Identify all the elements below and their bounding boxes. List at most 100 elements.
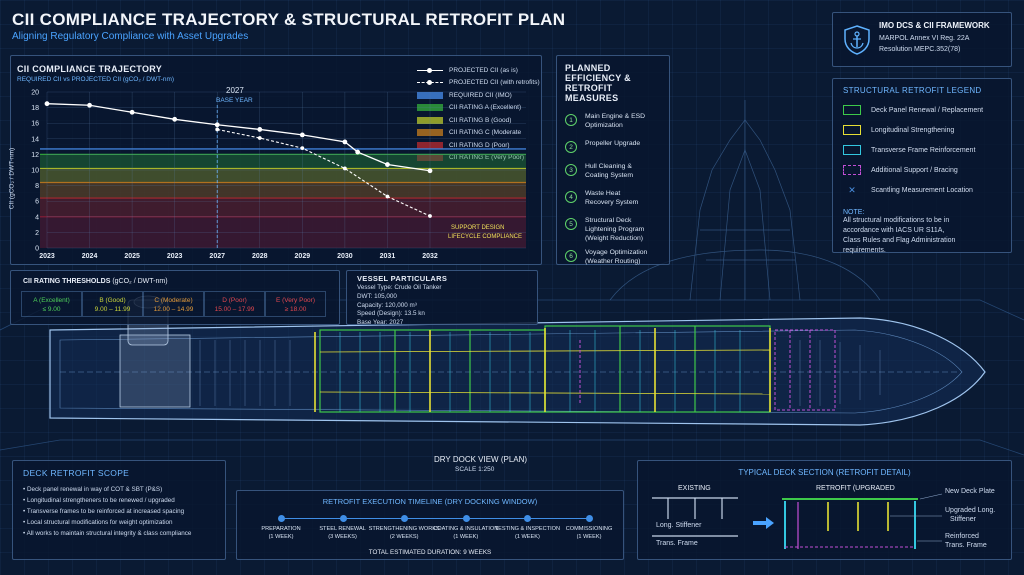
timeline-step-dot	[401, 515, 409, 522]
page-subtitle: Aligning Regulatory Compliance with Asse…	[12, 31, 249, 42]
chart-title: CII COMPLIANCE TRAJECTORY	[17, 64, 163, 74]
legend-label: CII RATING C (Moderate	[449, 129, 522, 137]
timeline-step-label: STRENGTHENING WORKS	[368, 526, 440, 532]
measure-text-line: Optimization	[585, 122, 623, 129]
legend-color-swatch	[417, 129, 443, 137]
structural-legend-panel: STRUCTURAL RETROFIT LEGEND Deck Panel Re…	[832, 78, 1012, 254]
new-deck-plate-label: New Deck Plate	[945, 488, 995, 495]
drydock-scale: SCALE 1:250	[455, 466, 495, 473]
vessel-particulars-panel: VESSEL PARTICULARS Vessel Type: Crude Oi…	[346, 270, 538, 327]
legend-label: REQUIRED CII (IMO)	[449, 91, 512, 99]
legend-color-swatch	[417, 154, 443, 162]
measure-item: 1 Main Engine & ESD Optimization	[565, 112, 661, 130]
note-line-4: requirements.	[843, 247, 886, 254]
structural-legend-item: Additional Support / Bracing	[843, 160, 1001, 180]
shield-anchor-icon	[843, 25, 871, 55]
deck-existing-label: EXISTING	[678, 485, 711, 492]
structural-legend-item: Longitudinal Strengthening	[843, 120, 1001, 140]
measure-text-line: Hull Cleaning &	[585, 163, 632, 170]
legend-symbol	[843, 125, 861, 135]
vessel-particular-line: Vessel Type: Crude Oil Tanker	[357, 284, 442, 291]
chart-legend-item: CII RATING C (Moderate	[417, 127, 541, 140]
measure-text-line: Waste Heat	[585, 190, 621, 197]
chart-annotation-line-1: SUPPORT DESIGN	[451, 225, 505, 231]
vessel-particular-line: DWT: 105,000	[357, 292, 397, 300]
measure-text: Voyage Optimization(Weather Routing)	[585, 248, 647, 266]
legend-symbol	[843, 105, 861, 115]
cii-thresholds-panel: CII RATING THRESHOLDS (gCO₂ / DWT-nm) A …	[10, 270, 340, 325]
threshold-cell: D (Poor)15.00 – 17.99	[204, 291, 265, 317]
legend-symbol	[843, 165, 861, 175]
measures-title-line-1: PLANNED EFFICIENCY &	[565, 63, 631, 83]
legend-label: CII RATING B (Good)	[449, 116, 512, 124]
chart-legend-item: PROJECTED CII (with retrofits)	[417, 77, 541, 90]
threshold-range: 9.00 – 11.99	[94, 306, 131, 313]
reinforced-label-2: Trans. Frame	[945, 542, 987, 549]
measure-number-badge: 5	[565, 218, 577, 230]
timeline-step-label: PREPARATION	[261, 526, 301, 532]
timeline-step-label: COMMISSIONING	[565, 526, 613, 532]
legend-color-swatch	[417, 104, 443, 112]
chart-legend-item: CII RATING A (Excellent)	[417, 102, 541, 115]
threshold-name: C (Moderate)	[154, 297, 193, 304]
structural-legend-item: Transverse Frame Reinforcement	[843, 140, 1001, 160]
chart-subtitle: REQUIRED CII vs PROJECTED CII (gCO₂ / DW…	[17, 76, 175, 83]
threshold-range: 12.00 – 14.99	[153, 306, 194, 313]
note-line-2: accordance with IACS UR S11A,	[843, 227, 945, 234]
vessel-particular-line: Speed (Design): 13.5 kn	[357, 310, 425, 318]
imo-framework-box: IMO DCS & CII FRAMEWORK MARPOL Annex VI …	[832, 12, 1012, 67]
threshold-cell: A (Excellent)≤ 9.00	[21, 291, 82, 317]
measure-number-badge: 2	[565, 141, 577, 153]
legend-color-swatch	[417, 141, 443, 149]
scope-title: DECK RETROFIT SCOPE	[23, 468, 130, 478]
timeline-step-label: TESTING & INSPECTION	[494, 526, 561, 532]
timeline-step-duration: (2 WEEKS)	[389, 534, 419, 540]
legend-label: CII RATING E (Very Poor)	[449, 154, 525, 162]
structural-legend-item: Deck Panel Renewal / Replacement	[843, 100, 1001, 120]
chart-y-axis-label: CII (gCO₂ / DWT-nm)	[8, 147, 16, 210]
threshold-range: ≤ 9.00	[42, 306, 61, 313]
legend-color-swatch	[417, 116, 443, 124]
measure-number-badge: 3	[565, 164, 577, 176]
measure-text-line: Structural Deck	[585, 217, 632, 224]
scope-item: All works to maintain structural integri…	[23, 528, 215, 539]
measure-item: 6 Voyage Optimization(Weather Routing)	[565, 248, 661, 266]
timeline-total: TOTAL ESTIMATED DURATION: 9 WEEKS	[368, 549, 492, 556]
note-line-3: Class Rules and Flag Administration	[843, 237, 956, 244]
vessel-particular-line: Base Year: 2027	[357, 319, 404, 327]
legend-color-swatch	[417, 91, 443, 99]
retrofit-timeline-panel: RETROFIT EXECUTION TIMELINE (DRY DOCKING…	[236, 490, 624, 560]
measure-text-line: Voyage Optimization	[585, 249, 648, 256]
threshold-name: B (Good)	[99, 297, 126, 304]
legend-line-marker	[417, 79, 443, 86]
chart-legend-item: PROJECTED CII (as is)	[417, 64, 541, 77]
legend-label: PROJECTED CII (with retrofits)	[449, 79, 540, 87]
reinforced-label-1: Reinforced	[945, 533, 979, 540]
legend-label: Deck Panel Renewal / Replacement	[871, 106, 984, 114]
measure-text-line: Main Engine & ESD	[585, 113, 646, 120]
timeline-step-dot	[586, 515, 593, 522]
timeline-step-duration: (1 WEEK)	[514, 534, 540, 540]
measures-title-line-2: RETROFIT MEASURES	[565, 83, 619, 103]
imo-title: IMO DCS & CII FRAMEWORK	[879, 21, 990, 30]
timeline-step-duration: (1 WEEK)	[268, 534, 294, 540]
long-stiffener-label: Long. Stiffener	[656, 522, 702, 529]
upgraded-long-label-2: Stiffener	[950, 516, 976, 523]
threshold-range: 15.00 – 17.99	[214, 306, 255, 313]
timeline-step-duration: (3 WEEKS)	[328, 534, 357, 540]
thresholds-unit: (gCO₂ / DWT-nm)	[112, 278, 168, 285]
scope-item: Deck panel renewal in way of COT & SBT (…	[23, 484, 215, 495]
measure-number-badge: 1	[565, 114, 577, 126]
scope-item: Longitudinal strengtheners to be renewed…	[23, 495, 215, 506]
vessel-title: VESSEL PARTICULARS	[357, 274, 448, 283]
scope-item: Transverse frames to be reinforced at in…	[23, 506, 215, 517]
measure-number-badge: 6	[565, 250, 577, 262]
measure-text-line: Recovery System	[585, 199, 639, 206]
legend-label: CII RATING A (Excellent)	[449, 104, 522, 112]
legend-line-marker	[417, 67, 443, 74]
